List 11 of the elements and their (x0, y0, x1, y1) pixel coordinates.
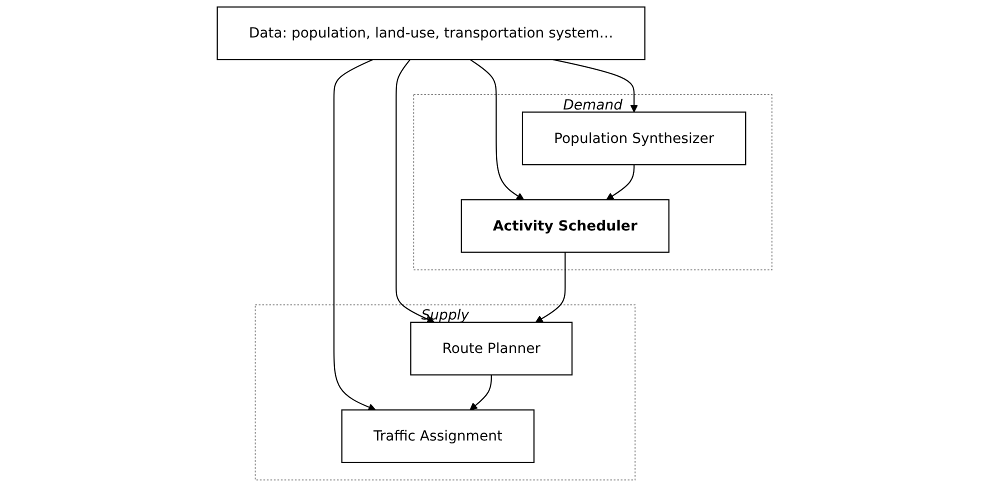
node-box: Activity Scheduler (460, 199, 670, 253)
arrow (470, 374, 492, 410)
arrow (395, 59, 434, 323)
node-box: Population Synthesizer (522, 112, 746, 166)
node-box: Traffic Assignment (341, 409, 534, 464)
arrow (470, 59, 524, 200)
node-box: Data: population, land-use, transportation system… (216, 6, 646, 60)
node-box: Route Planner (410, 322, 572, 376)
arrow (535, 252, 566, 323)
arrow (333, 59, 376, 411)
arrow (606, 164, 635, 200)
